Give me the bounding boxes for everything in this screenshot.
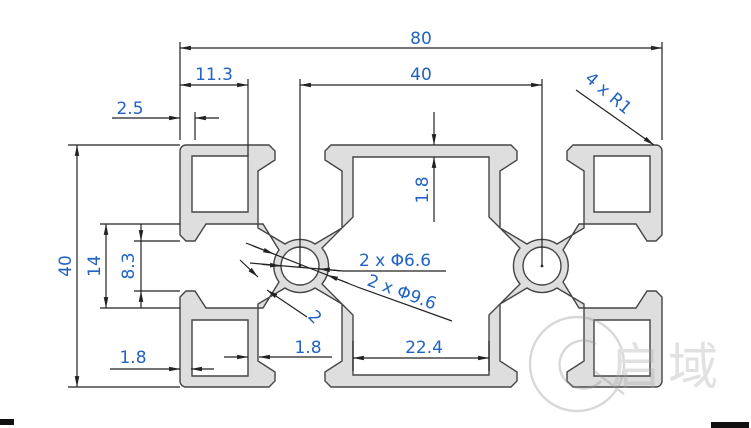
- watermark-logo-q-tail: [593, 370, 625, 395]
- leader-arrow-upper: [239, 259, 259, 278]
- extension-lines: [68, 42, 663, 388]
- dim-label-1-8-wall: 1.8: [119, 348, 146, 368]
- dim-label-11-3: 11.3: [195, 65, 233, 85]
- dim-label-1-8-face: 1.8: [413, 176, 433, 203]
- dim-label-80: 80: [410, 29, 432, 49]
- leader-line: [245, 242, 453, 322]
- dim-label-phi-6-6: 2 x Φ6.6: [359, 251, 431, 271]
- dim-label-40-top: 40: [410, 65, 432, 85]
- dim-label-1-8-web: 1.8: [294, 338, 321, 358]
- dim-label-22-4: 22.4: [405, 338, 443, 358]
- dim-label-4xr1: 4 x R1: [581, 69, 635, 119]
- watermark: 启域: [528, 315, 726, 413]
- dim-core-holes: 2 x Φ6.6: [249, 251, 446, 273]
- leader-line: [575, 89, 655, 146]
- dim-overall-height: 40: [56, 144, 80, 388]
- dim-corner-radius: 4 x R1: [575, 69, 655, 146]
- dim-center-distance: 40: [299, 65, 543, 88]
- dim-overall-width: 80: [179, 29, 663, 51]
- leader-arrow-upper: [252, 245, 275, 255]
- dim-label-40-left: 40: [56, 255, 76, 277]
- leader-arrow-right: [318, 267, 341, 273]
- dim-label-phi-9-6: 2 x Φ9.6: [364, 271, 439, 314]
- dim-outer-wall: 1.8: [110, 348, 214, 372]
- dim-label-8-3: 8.3: [119, 252, 139, 279]
- dim-face-wall: 1.8: [413, 112, 437, 222]
- watermark-text: 启域: [610, 338, 726, 396]
- dim-edge-to-cavity: 11.3: [179, 65, 249, 88]
- dim-slot-opening: 8.3: [119, 224, 144, 308]
- dim-center-cavity: 22.4: [352, 338, 490, 361]
- dim-slot-inner-width: 14: [85, 223, 109, 309]
- dim-label-2: 2: [304, 307, 326, 329]
- dim-label-14: 14: [85, 255, 105, 277]
- leader-arrow-lower: [266, 289, 308, 318]
- leader-arrow-left: [261, 262, 282, 268]
- dim-bottom-web: 1.8: [224, 338, 332, 360]
- watermark-logo-q-arc: [558, 339, 602, 390]
- leader-arrow-lower: [326, 274, 349, 284]
- scan-artifact-left: [0, 419, 14, 425]
- scan-artifact-right: [711, 422, 749, 428]
- watermark-logo-circle: [528, 315, 626, 413]
- dim-label-2-5: 2.5: [116, 99, 143, 119]
- dim-lip-depth: 2.5: [112, 99, 219, 121]
